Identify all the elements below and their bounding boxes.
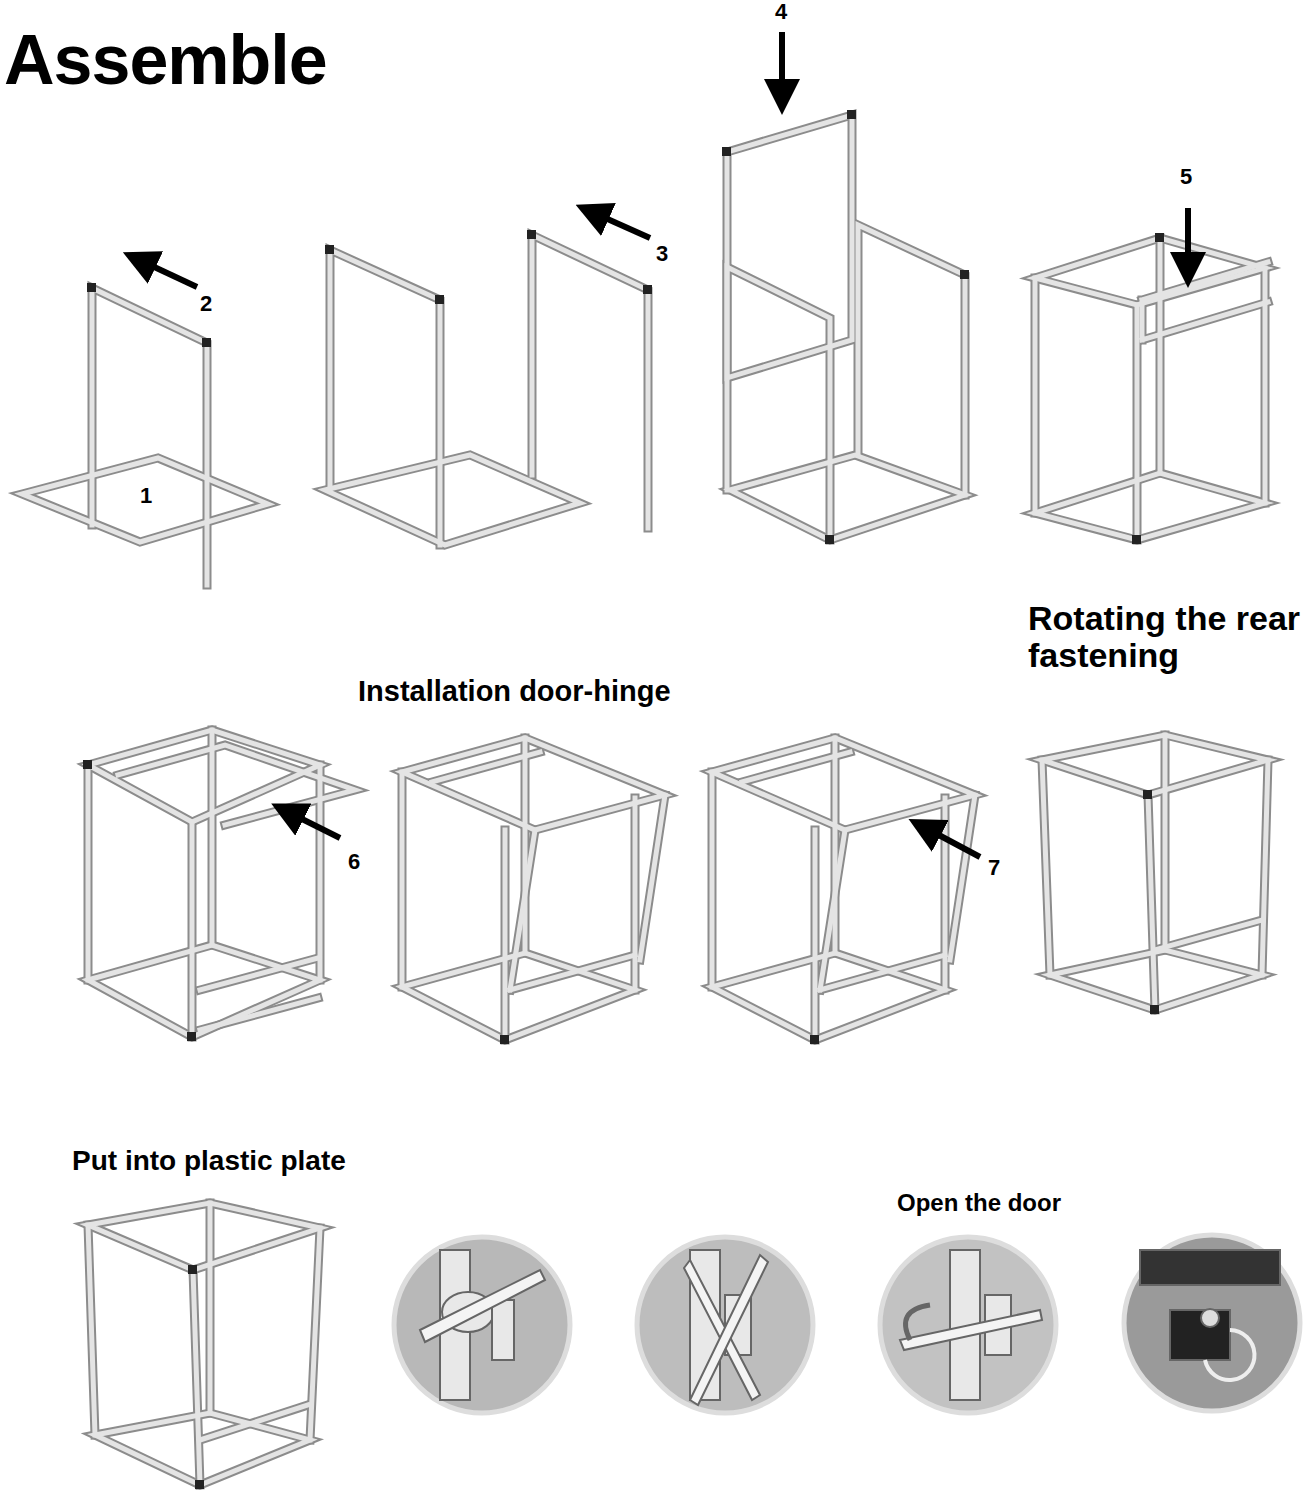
callout-number: 2 [200,292,212,316]
page-title: Assemble [4,22,327,99]
callout-number: 3 [656,242,668,266]
callout-number: 7 [988,856,1000,880]
step-heading: Put into plastic plate [72,1146,346,1177]
callout-number: 5 [1180,165,1192,189]
step-heading: Rotating the rear fastening [1028,600,1306,675]
step-heading: Installation door-hinge [358,676,671,708]
callout-number: 6 [348,850,360,874]
callout-number: 1 [140,484,152,508]
callout-number: 4 [775,0,787,24]
step-heading: Open the door [897,1190,1061,1216]
